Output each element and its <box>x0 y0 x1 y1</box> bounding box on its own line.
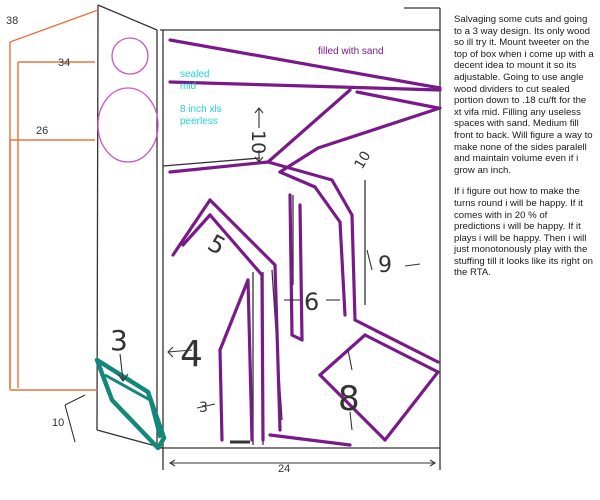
panel-3-label: 3 <box>110 324 128 357</box>
dim-26-label: 26 <box>36 125 48 137</box>
mid-label: mid <box>180 81 196 92</box>
notes-paragraph-1: Salvaging some cuts and going to a 3 way… <box>454 14 594 176</box>
filled-with-sand-label: filled with sand <box>318 46 384 57</box>
panel-4-label: 4 <box>180 334 203 375</box>
internal-dividers <box>168 38 442 447</box>
sealed-label: sealed <box>180 69 209 80</box>
panel-6-label: 6 <box>304 288 319 316</box>
port-inner <box>104 373 162 439</box>
dim-24-label: 24 <box>278 463 290 475</box>
height-dimensions <box>9 9 99 391</box>
panel-10b-label: 10 <box>352 149 375 172</box>
panel-10-label: 10 <box>247 130 269 154</box>
panel-3b-label: 3 <box>199 400 208 416</box>
build-notes: Salvaging some cuts and going to a 3 way… <box>454 14 596 289</box>
woofer-label-2: peerless <box>180 116 218 127</box>
notes-paragraph-2: If i figure out how to make the turns ro… <box>454 186 593 279</box>
dim-10-label: 10 <box>52 417 64 429</box>
panel-9-label: 9 <box>378 253 392 278</box>
width-dimensions <box>64 394 437 467</box>
woofer-circle <box>97 87 159 163</box>
panel-5-label: 5 <box>203 229 230 261</box>
panel-8-label: 8 <box>338 379 360 419</box>
dim-34-label: 34 <box>58 57 70 69</box>
dim-38-label: 38 <box>6 15 18 27</box>
panel-size-marks <box>117 107 421 431</box>
woofer-label-1: 8 inch xls <box>180 104 222 115</box>
tweeter-circle <box>111 37 149 75</box>
port-outline <box>94 357 167 451</box>
